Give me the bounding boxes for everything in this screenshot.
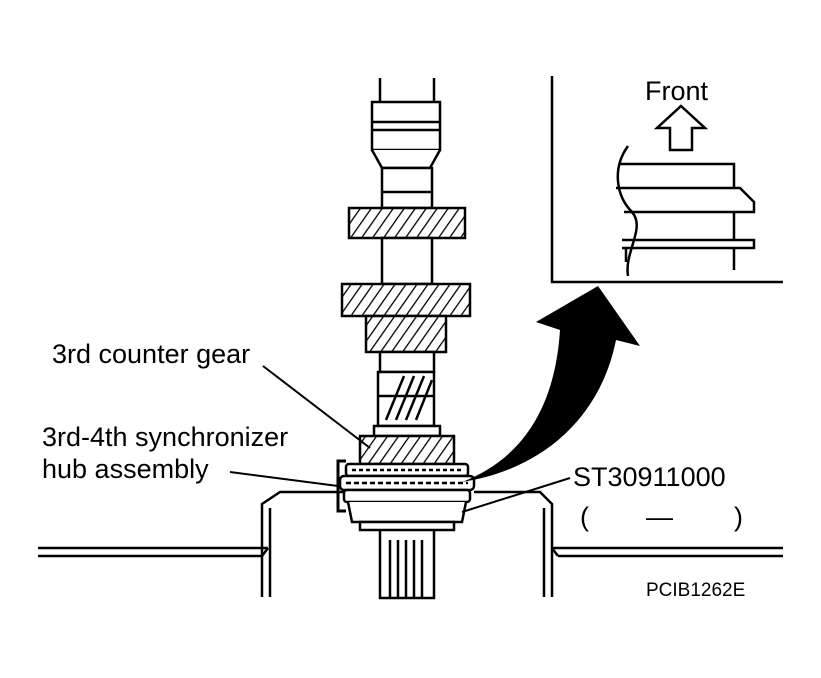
- synchronizer-hub: [338, 462, 476, 532]
- leader-lines: [229, 365, 571, 513]
- tool-number-label: ST30911000: [573, 462, 726, 492]
- lower-shaft: [378, 526, 436, 600]
- main-shaft-top: [370, 78, 442, 210]
- upper-gear: [347, 206, 467, 286]
- middle-gear: [340, 282, 472, 374]
- counter-gear-label: 3rd counter gear: [52, 339, 251, 369]
- helical-spline: [376, 370, 436, 428]
- front-label: Front: [645, 76, 709, 106]
- synchronizer-label-line2: hub assembly: [42, 454, 209, 484]
- synchronizer-label-line1: 3rd-4th synchronizer: [42, 422, 289, 452]
- detail-view: [616, 145, 756, 277]
- third-counter-gear: [358, 424, 456, 466]
- figure-code: PCIB1262E: [646, 580, 746, 601]
- tool-dash: —: [646, 502, 673, 532]
- tool-paren-open: (: [580, 502, 589, 532]
- tool-paren-close: ): [734, 502, 743, 532]
- press-base: [38, 490, 783, 597]
- front-arrow-icon: [653, 104, 709, 152]
- direction-arrow: [462, 286, 640, 482]
- detail-inset: [550, 76, 783, 284]
